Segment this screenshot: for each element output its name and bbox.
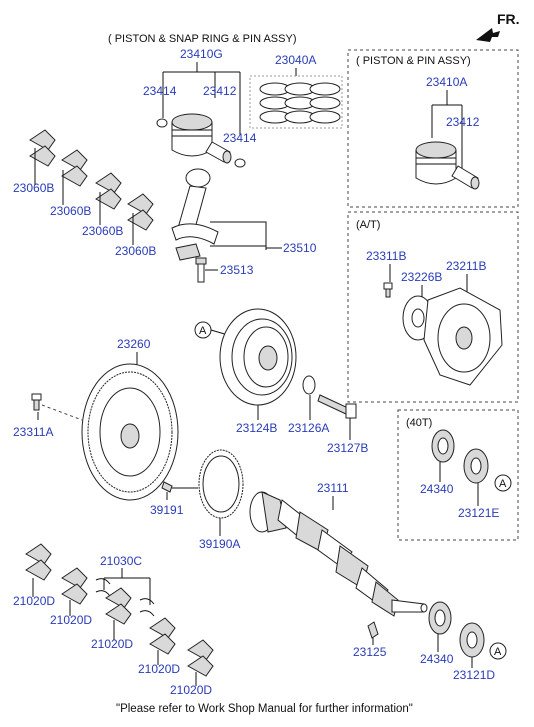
part-number-23125[interactable]: 23125 bbox=[353, 645, 387, 659]
main-bearing-set bbox=[25, 543, 214, 677]
reference-marker-a-40t: A bbox=[494, 474, 512, 492]
part-number-23260[interactable]: 23260 bbox=[117, 337, 151, 351]
leader-21030C bbox=[103, 568, 151, 605]
connecting-rod bbox=[171, 168, 219, 261]
part-number-23311A[interactable]: 23311A bbox=[13, 425, 53, 439]
crankshaft-pulley bbox=[219, 308, 297, 406]
part-number-21020D-3[interactable]: 21020D bbox=[91, 637, 133, 651]
part-number-39190A[interactable]: 39190A bbox=[199, 537, 240, 551]
drive-plate bbox=[423, 287, 503, 386]
gear-24340-lower bbox=[428, 601, 452, 635]
pulley-bolt bbox=[317, 394, 357, 419]
drive-plate-bolt bbox=[383, 282, 393, 298]
svg-text:A: A bbox=[499, 478, 507, 490]
part-number-39191[interactable]: 39191 bbox=[150, 503, 184, 517]
part-number-23040A[interactable]: 23040A bbox=[275, 53, 316, 67]
piston-assembly-box bbox=[415, 141, 457, 185]
group-label-piston-snap-ring-pin-assy: ( PISTON & SNAP RING & PIN ASSY) bbox=[108, 33, 296, 45]
crankshaft bbox=[249, 491, 428, 617]
leader-23060B bbox=[34, 148, 134, 245]
leader-23510 bbox=[210, 221, 282, 250]
reluctor-ring bbox=[198, 449, 244, 519]
part-number-21020D-4[interactable]: 21020D bbox=[138, 662, 180, 676]
part-number-23311B[interactable]: 23311B bbox=[366, 249, 406, 263]
part-number-23127B[interactable]: 23127B bbox=[327, 441, 368, 455]
footer-note: "Please refer to Work Shop Manual for fu… bbox=[116, 703, 413, 715]
snap-ring-left bbox=[156, 118, 168, 128]
part-number-21030C[interactable]: 21030C bbox=[100, 554, 142, 568]
group-label-piston-pin-assy: ( PISTON & PIN ASSY) bbox=[356, 55, 471, 67]
part-number-23412-box[interactable]: 23412 bbox=[446, 115, 480, 129]
svg-text:A: A bbox=[494, 646, 502, 658]
part-number-23414-left[interactable]: 23414 bbox=[143, 84, 177, 98]
gear-23121D bbox=[459, 622, 485, 658]
part-number-21020D-2[interactable]: 21020D bbox=[50, 613, 92, 627]
part-number-23124B[interactable]: 23124B bbox=[236, 421, 277, 435]
part-number-23211B[interactable]: 23211B bbox=[446, 259, 486, 273]
part-number-23126A[interactable]: 23126A bbox=[288, 421, 329, 435]
part-number-23060B-4[interactable]: 23060B bbox=[115, 244, 156, 258]
front-label: FR. bbox=[497, 11, 520, 27]
part-number-24340-lower[interactable]: 24340 bbox=[420, 652, 454, 666]
leader-23410A bbox=[431, 90, 463, 168]
piston-assembly bbox=[171, 113, 213, 157]
part-number-23060B-2[interactable]: 23060B bbox=[50, 204, 91, 218]
part-number-23513[interactable]: 23513 bbox=[220, 263, 254, 277]
snap-ring-right bbox=[234, 158, 246, 168]
reference-marker-a-top: A bbox=[194, 321, 229, 339]
part-number-23410A[interactable]: 23410A bbox=[426, 75, 467, 89]
leader-23410G bbox=[162, 62, 241, 135]
group-label-at: (A/T) bbox=[356, 219, 380, 231]
piston-pin-top bbox=[205, 141, 232, 164]
reluctor-pin bbox=[161, 481, 198, 500]
front-direction-indicator: FR. bbox=[476, 11, 520, 42]
part-number-23510[interactable]: 23510 bbox=[283, 241, 317, 255]
part-number-23414-right[interactable]: 23414 bbox=[223, 131, 257, 145]
part-number-21020D-1[interactable]: 21020D bbox=[13, 594, 55, 608]
at-box bbox=[347, 211, 519, 403]
group-label-40t: (40T) bbox=[406, 417, 432, 429]
reference-marker-a-lower: A bbox=[489, 642, 507, 660]
part-number-23226B[interactable]: 23226B bbox=[401, 270, 442, 284]
part-number-23111[interactable]: 23111 bbox=[317, 481, 349, 495]
thrust-washers bbox=[95, 578, 155, 617]
40t-box bbox=[397, 409, 519, 541]
gear-24340-upper bbox=[431, 429, 455, 463]
part-number-23060B-1[interactable]: 23060B bbox=[13, 181, 54, 195]
reference-marker-a-label: A bbox=[199, 325, 207, 337]
conrod-bolt bbox=[195, 257, 207, 283]
piston-pin-box bbox=[451, 165, 480, 190]
piston-pin-assy-box bbox=[347, 49, 519, 208]
pulley-washer bbox=[302, 375, 316, 395]
gear-23121E bbox=[463, 448, 489, 484]
leader-21020D bbox=[32, 578, 197, 686]
part-number-23412-top[interactable]: 23412 bbox=[203, 84, 237, 98]
part-number-23060B-3[interactable]: 23060B bbox=[82, 224, 123, 238]
conrod-bearing-set bbox=[29, 129, 154, 231]
part-number-23410G[interactable]: 23410G bbox=[180, 47, 223, 61]
piston-ring-set bbox=[249, 75, 343, 129]
part-number-23121D[interactable]: 23121D bbox=[453, 668, 495, 682]
front-arrow-icon bbox=[476, 28, 500, 42]
flywheel bbox=[81, 363, 179, 501]
part-number-24340-upper[interactable]: 24340 bbox=[420, 482, 454, 496]
part-number-21020D-5[interactable]: 21020D bbox=[170, 683, 212, 697]
part-number-23121E[interactable]: 23121E bbox=[458, 506, 499, 520]
crankshaft-key bbox=[367, 621, 379, 639]
flywheel-bolt bbox=[31, 393, 83, 421]
